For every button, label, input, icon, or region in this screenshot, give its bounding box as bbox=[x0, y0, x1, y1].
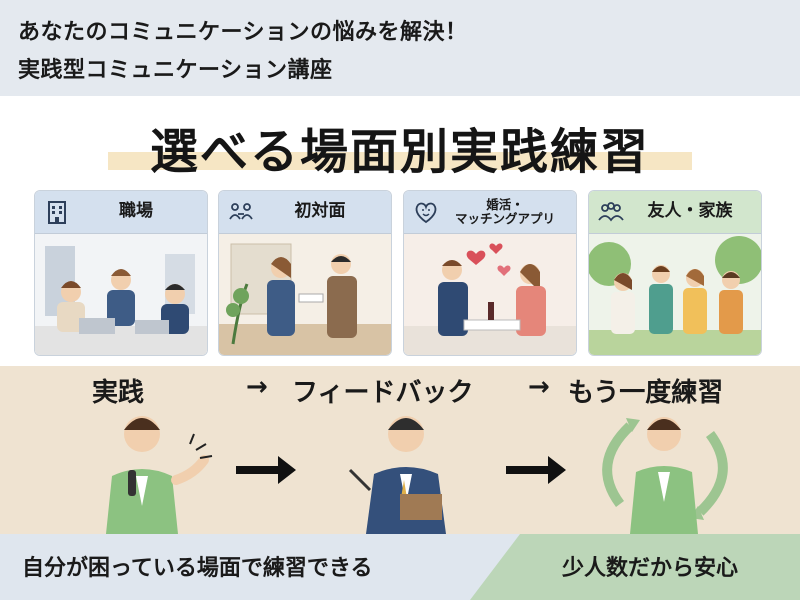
scene-label: 職場 bbox=[119, 201, 153, 222]
scene-label: 婚活・ マッチングアプリ bbox=[454, 196, 555, 226]
scene-card-header: 婚活・ マッチングアプリ bbox=[404, 191, 576, 234]
office-building-icon bbox=[48, 201, 66, 224]
footer-right-text: 少人数だから安心 bbox=[562, 556, 739, 581]
scene-label: 初対面 bbox=[294, 201, 346, 222]
scene-label: 友人・家族 bbox=[647, 201, 733, 222]
retry-cycle-illustration bbox=[602, 417, 728, 534]
page-title: 選べる場面別実践練習 bbox=[149, 124, 650, 180]
step-arrow-2: → bbox=[528, 372, 550, 402]
friends-family-illustration bbox=[589, 234, 761, 355]
first-meeting-illustration bbox=[219, 234, 391, 355]
flow-arrow-2-icon bbox=[506, 456, 566, 484]
step-feedback-label: フィードバック bbox=[292, 378, 474, 408]
step-arrow-1: → bbox=[246, 372, 268, 402]
people-meeting-icon bbox=[229, 203, 253, 220]
scene-card-workplace: 職場 bbox=[34, 190, 208, 356]
footer-left-text: 自分が困っている場面で練習できる bbox=[22, 556, 373, 581]
footer-left-band bbox=[0, 534, 520, 600]
heart-face-icon bbox=[415, 202, 437, 224]
group-people-icon bbox=[598, 202, 624, 222]
feedback-person-illustration bbox=[348, 416, 446, 534]
matchmaking-illustration bbox=[404, 234, 576, 355]
footer-right-band bbox=[470, 534, 800, 600]
scene-card-first-meeting: 初対面 bbox=[218, 190, 392, 356]
scene-card-header: 友人・家族 bbox=[589, 191, 761, 234]
step-retry-label: もう一度練習 bbox=[568, 378, 724, 408]
step-practice-label: 実践 bbox=[92, 378, 145, 408]
header-band bbox=[0, 0, 800, 96]
scene-card-header: 職場 bbox=[35, 191, 207, 234]
header-line-1: あなたのコミュニケーションの悩みを解決！ bbox=[18, 20, 468, 45]
scene-card-header: 初対面 bbox=[219, 191, 391, 234]
headline-area: 選べる場面別実践練習 bbox=[0, 108, 800, 182]
scene-card-friends-family: 友人・家族 bbox=[588, 190, 762, 356]
workplace-illustration bbox=[35, 234, 207, 355]
scene-card-matchmaking: 婚活・ マッチングアプリ bbox=[403, 190, 577, 356]
headline-highlight bbox=[108, 152, 692, 170]
flow-arrow-1-icon bbox=[236, 456, 296, 484]
header-line-2: 実践型コミュニケーション講座 bbox=[18, 58, 333, 83]
speaking-person-illustration bbox=[106, 416, 213, 534]
